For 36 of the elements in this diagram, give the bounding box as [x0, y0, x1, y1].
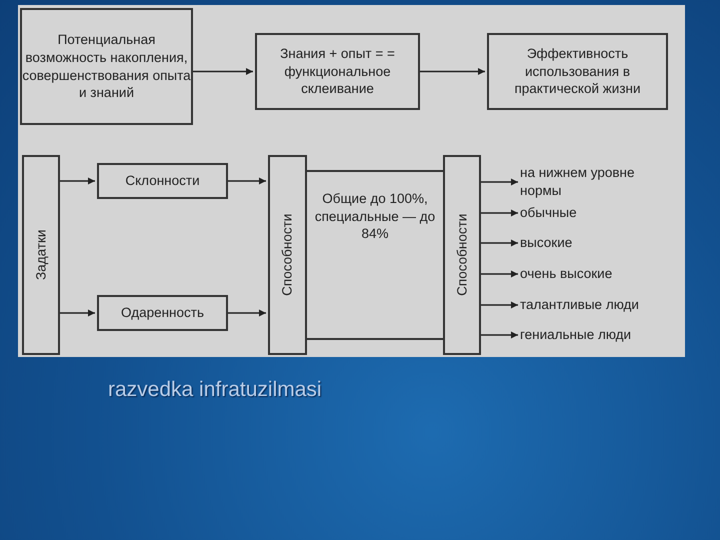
box-label: Потенциальная возможность накопления, совершенствования опыта и знаний — [22, 31, 191, 102]
outcome-label: высокие — [520, 234, 572, 252]
box-label: Склонности — [125, 172, 200, 190]
arrow — [228, 178, 266, 184]
arrow — [228, 310, 266, 316]
arrow — [193, 68, 253, 75]
arrow — [60, 310, 95, 316]
vertical-box — [268, 155, 307, 355]
outcome-label: гениальные люди — [520, 326, 632, 344]
arrow — [481, 210, 518, 216]
outcome-label: талантливые люди — [520, 296, 639, 314]
caption: razvedka infratuzilmasi — [108, 378, 322, 402]
box-label: Общие до 100%, специальные — до 84% — [314, 190, 436, 243]
vertical-label: Задатки — [32, 230, 50, 280]
arrow — [481, 302, 518, 308]
vertical-box — [443, 155, 481, 355]
outcome-label: очень высокие — [520, 265, 612, 283]
text-band — [307, 170, 443, 340]
vertical-box — [22, 155, 60, 355]
arrow — [481, 270, 518, 278]
outcome-label: обычные — [520, 204, 577, 222]
box-label: Эффективность использования в практической жизни — [513, 45, 642, 98]
process-box — [97, 295, 228, 331]
process-box — [20, 8, 193, 125]
box-label: Одаренность — [121, 304, 204, 322]
arrow — [420, 68, 485, 75]
process-box — [255, 33, 420, 110]
arrow — [481, 178, 518, 186]
box-label: Знания + опыт = = функциональное склеивание — [279, 45, 396, 98]
process-box — [97, 163, 228, 199]
vertical-label: Способности — [278, 214, 296, 296]
arrow — [481, 332, 518, 338]
arrow — [60, 178, 95, 184]
vertical-label: Способности — [453, 214, 470, 296]
arrow — [481, 240, 518, 246]
process-box — [487, 33, 668, 110]
